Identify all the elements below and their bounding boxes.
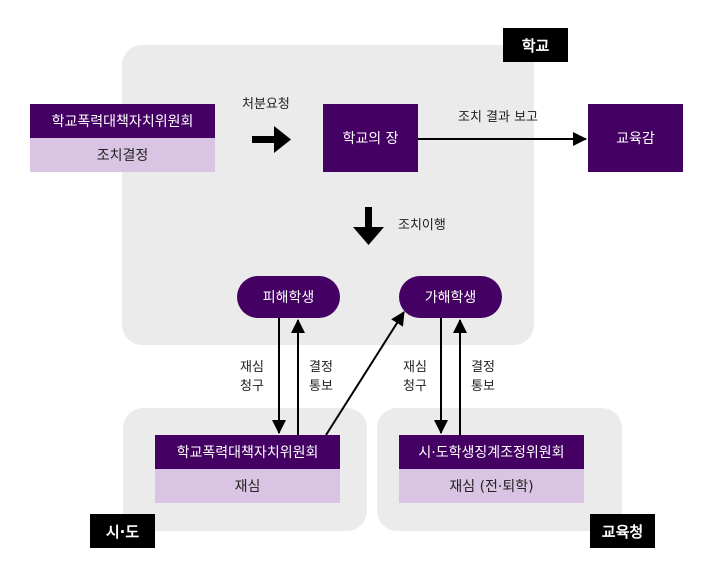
school-committee-subtitle: 조치결정 bbox=[30, 138, 215, 172]
school-zone-tag: 학교 bbox=[503, 28, 568, 62]
action-execution-label: 조치이행 bbox=[398, 218, 446, 233]
victim-notice-line1: 결정 bbox=[309, 360, 333, 375]
victim-notice-line2: 통보 bbox=[309, 379, 333, 394]
offender-student-pill: 가해학생 bbox=[399, 276, 502, 318]
sido-to-offender-arrow bbox=[325, 311, 405, 436]
victim-appeal-label: 재심 청구 bbox=[240, 358, 264, 396]
disposition-request-arrow bbox=[252, 126, 291, 153]
edu-committee-subtitle: 재심 (전·퇴학) bbox=[399, 469, 584, 503]
superintendent-box: 교육감 bbox=[588, 104, 683, 172]
result-report-label: 조치 결과 보고 bbox=[458, 110, 539, 125]
principal-box: 학교의 장 bbox=[323, 104, 418, 172]
victim-notice-label: 결정 통보 bbox=[309, 358, 333, 396]
offender-notice-line1: 결정 bbox=[471, 360, 495, 375]
victim-appeal-line1: 재심 bbox=[240, 360, 264, 375]
victim-appeal-line2: 청구 bbox=[240, 379, 264, 394]
edu-committee-title: 시·도학생징계조정위원회 bbox=[399, 435, 584, 469]
action-execution-arrow bbox=[353, 207, 384, 245]
offender-notice-label: 결정 통보 bbox=[471, 358, 495, 396]
offender-appeal-line1: 재심 bbox=[403, 360, 427, 375]
edu-office-zone-tag: 교육청 bbox=[590, 514, 655, 548]
offender-notice-line2: 통보 bbox=[471, 379, 495, 394]
victim-student-pill: 피해학생 bbox=[237, 276, 340, 318]
disposition-request-label: 처분요청 bbox=[242, 97, 290, 112]
offender-appeal-label: 재심 청구 bbox=[403, 358, 427, 396]
offender-appeal-line2: 청구 bbox=[403, 379, 427, 394]
sido-zone-tag: 시·도 bbox=[90, 514, 155, 548]
sido-committee-title: 학교폭력대책자치위원회 bbox=[155, 435, 340, 469]
sido-committee-subtitle: 재심 bbox=[155, 469, 340, 503]
school-committee-title: 학교폭력대책자치위원회 bbox=[30, 104, 215, 138]
